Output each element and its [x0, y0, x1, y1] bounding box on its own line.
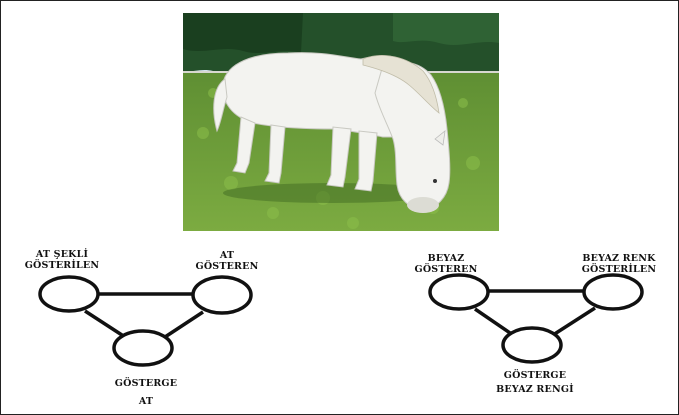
edge-left: [474, 307, 514, 337]
horse-eye: [433, 179, 437, 183]
label-at-sekli-gosterilen: AT ŞEKLİ GÖSTERİLEN: [24, 249, 100, 271]
tree-shadow: [183, 13, 303, 53]
node-top-left: [428, 273, 490, 311]
horse-ear: [434, 130, 446, 146]
node-bottom: [501, 326, 563, 364]
edge-right: [164, 310, 204, 339]
triangle-at-edges: [84, 292, 204, 339]
horse-photo: [183, 13, 499, 231]
label-beyaz-gosteren: BEYAZ GÖSTEREN: [414, 253, 478, 275]
node-top-right: [582, 273, 644, 311]
triangle-beyaz-nodes: [428, 273, 644, 364]
node-bottom: [112, 329, 174, 367]
label-beyaz-renk-gosterilen: BEYAZ RENK GÖSTERİLEN: [581, 253, 657, 275]
label-gosterge-at: GÖSTERGE AT: [114, 378, 178, 407]
triangle-at-nodes: [38, 275, 253, 367]
tree-highlight: [393, 13, 499, 45]
node-top-right: [191, 275, 253, 315]
triangle-beyaz-edges: [474, 289, 596, 337]
horse-shadow: [223, 183, 443, 203]
label-at-gosteren: AT GÖSTEREN: [195, 250, 259, 272]
edge-right: [552, 306, 596, 337]
horse-mane: [362, 55, 440, 114]
horse-muzzle: [407, 197, 439, 213]
label-gosterge-beyaz-rengi: GÖSTERGE BEYAZ RENGİ: [496, 370, 574, 395]
edge-left: [84, 309, 126, 339]
horse-image: [183, 13, 499, 231]
node-top-left: [38, 275, 100, 313]
horse: [213, 52, 451, 210]
